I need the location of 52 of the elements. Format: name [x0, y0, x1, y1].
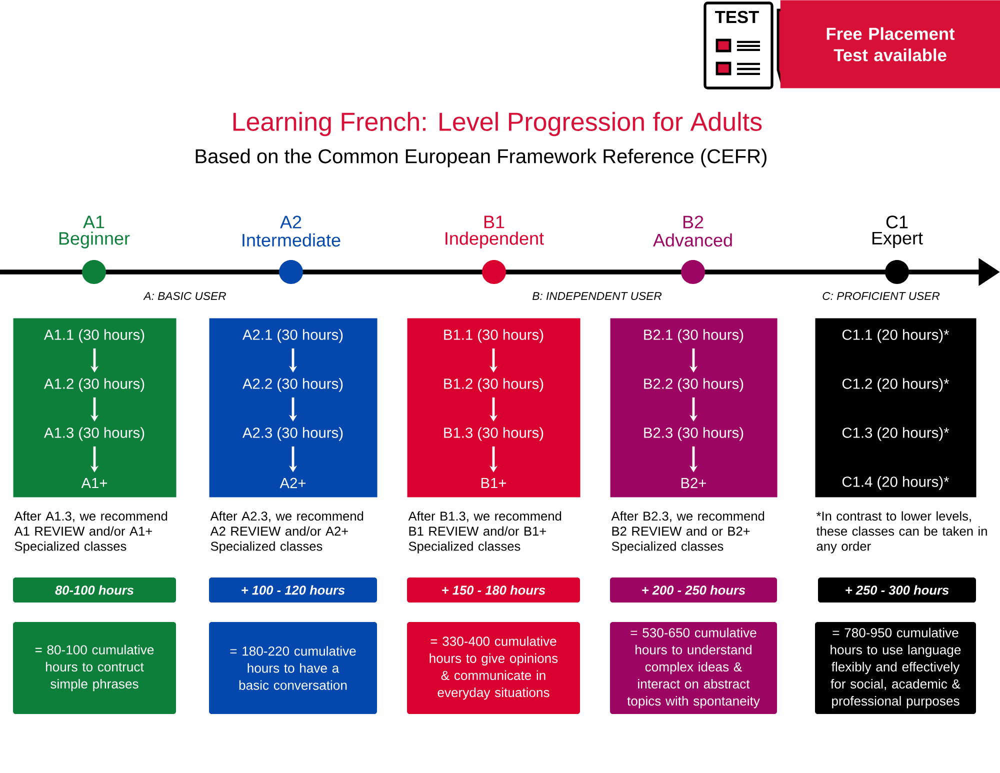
- level-step: C1.2 (20 hours)*: [842, 378, 950, 392]
- hours-bar: + 100 - 120 hours: [209, 578, 377, 602]
- hours-bar: + 150 - 180 hours: [407, 578, 580, 602]
- title: Learning French: Level Progression for Adults: [233, 112, 762, 136]
- group-label: A: BASIC USER: [143, 292, 226, 300]
- level-heading: Advanced: [653, 233, 732, 247]
- level-step: A2.2 (30 hours): [242, 378, 343, 392]
- level-step: B1.2 (30 hours): [444, 378, 544, 392]
- level-step: C1.4 (20 hours)*: [842, 476, 950, 490]
- level-step: B1+: [481, 478, 506, 488]
- level-step: B2.2 (30 hours): [644, 378, 744, 392]
- level-step: B2+: [681, 478, 706, 488]
- placement-banner: Free Placement Test available: [780, 0, 1000, 88]
- recommendation-note: After A1.3, we recommend A1 REVIEW and/or A1+ Specialized classes: [14, 511, 168, 554]
- level-heading: C1: [886, 216, 908, 228]
- group-label: C: PROFICIENT USER: [822, 292, 940, 300]
- level-heading: B1: [484, 216, 504, 228]
- level-heading: A2: [280, 216, 302, 228]
- level-heading: B2: [683, 216, 704, 228]
- level-heading: Beginner: [59, 232, 130, 248]
- level-step: A1.2 (30 hours): [44, 378, 144, 392]
- level-step: A1.1 (30 hours): [44, 329, 144, 343]
- cumulative-hours-box: = 180-220 cumulative hours to have a basic conversation: [209, 622, 377, 714]
- hours-bar: + 250 - 300 hours: [818, 578, 976, 602]
- level-step: C1.1 (20 hours)*: [842, 329, 950, 343]
- level-heading: A1: [83, 216, 104, 228]
- cumulative-hours-box: = 780-950 cumulative hours to use language flexibly and effectively for social, academic & professional purposes: [815, 622, 976, 714]
- level-heading: Expert: [872, 232, 923, 248]
- hours-bar: 80-100 hours: [13, 578, 176, 602]
- level-step: B2.1 (30 hours): [644, 329, 744, 343]
- cumulative-hours-box: = 80-100 cumulative hours to contruct simple phrases: [13, 622, 176, 714]
- level-heading: Independent: [446, 232, 544, 248]
- level-step: B1.1 (30 hours): [444, 329, 544, 343]
- recommendation-note: After B1.3, we recommend B1 REVIEW and/or B1+ Specialized classes: [408, 511, 562, 554]
- cumulative-hours-box: = 530-650 cumulative hours to understand complex ideas & interact on abstract topics with spontaneity: [610, 622, 777, 714]
- level-step: C1.3 (20 hours)*: [842, 427, 950, 441]
- recommendation-note: After B2.3, we recommend B2 REVIEW and or B2+ Specialized classes: [611, 511, 764, 554]
- level-heading: Intermediate: [242, 233, 340, 247]
- icon-text: TEST: [715, 10, 759, 24]
- cumulative-hours-box: = 330-400 cumulative hours to give opinions & communicate in everyday situations: [407, 622, 580, 714]
- group-label: B: INDEPENDENT USER: [532, 292, 662, 300]
- level-step: B2.3 (30 hours): [644, 427, 744, 441]
- level-step: A2+: [280, 478, 306, 488]
- level-step: A1+: [81, 478, 108, 488]
- level-step: A2.3 (30 hours): [242, 427, 343, 441]
- recommendation-note: *In contrast to lower levels, these classes can be taken in any order: [816, 511, 987, 554]
- hours-bar: + 200 - 250 hours: [610, 578, 777, 602]
- level-step: B1.3 (30 hours): [444, 427, 544, 441]
- subtitle: Based on the Common European Framework Reference (CEFR): [196, 148, 766, 168]
- level-step: A2.1 (30 hours): [242, 329, 343, 343]
- recommendation-note: After A2.3, we recommend A2 REVIEW and/or A2+ Specialized classes: [210, 511, 364, 554]
- level-step: A1.3 (30 hours): [44, 427, 144, 441]
